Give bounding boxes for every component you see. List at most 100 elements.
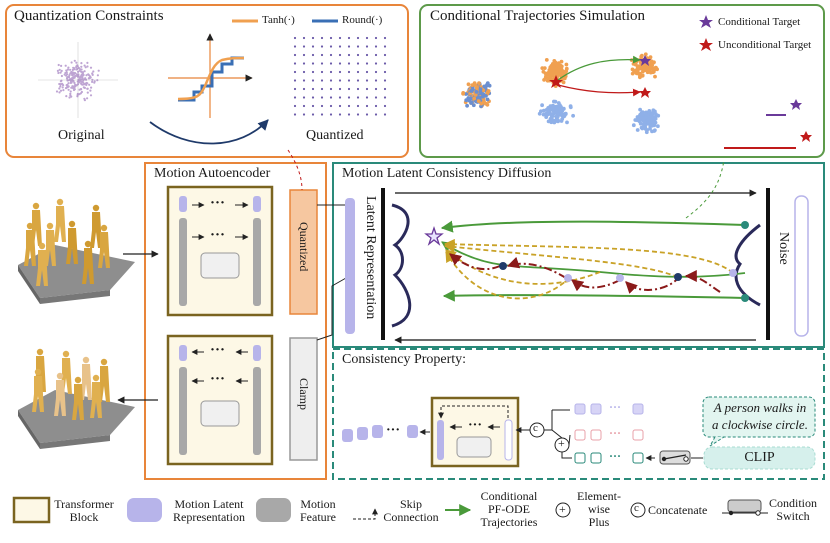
target-star-icon <box>424 225 444 246</box>
legend-latent-line1: Motion Latent <box>174 497 244 511</box>
pf-ode-trajectory-top <box>440 220 746 233</box>
motion-autoencoder-title: Motion Autoencoder <box>154 166 271 181</box>
trajectory-node-teal-bottom <box>741 294 749 302</box>
noise-distribution-curve <box>734 223 761 307</box>
legend-plus-label: Element- wise Plus <box>574 490 624 529</box>
latent-representation-bar <box>345 198 355 334</box>
legend-concat-symbol: c <box>634 502 639 514</box>
multistep-dashdot-1 <box>684 270 721 293</box>
encoder-input-latent <box>179 196 187 212</box>
legend-concat-icon <box>630 502 646 518</box>
purple-row-dots: ··· <box>609 400 622 414</box>
unconditional-target-star-icon <box>639 87 651 98</box>
legend-plus-line3: Plus <box>588 515 610 529</box>
noise-bar <box>794 195 809 337</box>
legend-skip-line2: Connection <box>383 510 439 524</box>
legend-feature-swatch <box>256 498 291 522</box>
legend-conditional-label: Conditional Target <box>718 16 801 28</box>
legend-plus-symbol: + <box>559 502 566 516</box>
quantize-transform-arrow <box>149 119 269 145</box>
noise-label: Noise <box>776 232 791 265</box>
output-motion-figures <box>18 348 135 449</box>
encoder-output-latent <box>253 196 261 212</box>
consistency-title: Consistency Property: <box>342 352 467 367</box>
unconditional-trajectory-arrow <box>557 84 641 97</box>
conditional-trajectory-arrow <box>557 55 641 81</box>
latent-diffusion-panel <box>332 162 825 348</box>
cluster-orange-source <box>540 58 569 88</box>
legend-skip-line1: Skip <box>399 497 422 511</box>
trajectory-node-teal-top <box>741 221 749 229</box>
condition-token-row-purple <box>574 403 644 415</box>
legend-switch-line2: Switch <box>776 509 810 523</box>
consistency-latent-in <box>437 420 444 460</box>
quantized-block <box>289 189 318 315</box>
prompt-bubble <box>702 396 816 438</box>
legend-conditional-star-icon <box>699 15 713 28</box>
decoder-output-latent <box>179 345 187 361</box>
consistency-block-dots: ··· <box>468 418 483 433</box>
concatenate-symbol: c <box>533 422 538 434</box>
consistency-feature-box <box>456 436 492 458</box>
consistency-map-dashed-2 <box>443 241 679 278</box>
legend-transformer-line2: Block <box>69 510 99 524</box>
decoder-feature-column-left <box>179 367 187 455</box>
legend-concat-label: Concatenate <box>648 503 708 517</box>
quantization-title: Quantization Constraints <box>14 8 164 24</box>
legend-plus-line2: wise <box>588 502 610 516</box>
latent-diffusion-title: Motion Latent Consistency Diffusion <box>342 166 552 181</box>
legend-pf-line1: Conditional <box>480 489 538 503</box>
input-motion-figures <box>18 198 135 304</box>
legend-plus-line1: Element- <box>577 489 621 503</box>
clip-label: CLIP <box>744 450 775 465</box>
consistency-map-dashed-1 <box>443 238 734 274</box>
original-scatter-plot <box>38 42 118 118</box>
trajectory-node-5 <box>499 262 507 270</box>
cluster-blue-target <box>631 107 661 135</box>
multistep-dashdot-5 <box>449 253 501 271</box>
cluster-blue-source <box>537 99 575 125</box>
clamp-block-label: Clamp <box>297 378 311 410</box>
condition-token-row-pink <box>574 429 644 441</box>
legend-round-label: Round(·) <box>342 14 383 26</box>
trajectory-node-2 <box>674 273 682 281</box>
prompt-bubble-tail <box>709 436 725 447</box>
legend-switch-line1: Condition <box>768 496 817 510</box>
decoder-feature-column-right <box>253 367 261 455</box>
encoder-feature-box <box>200 252 240 279</box>
condition-token-row-green <box>574 452 644 464</box>
legend-feature-label: Motion Feature <box>293 498 343 524</box>
legend-pf-ode-label: Conditional PF-ODE Trajectories <box>472 490 546 529</box>
decoder-input-latent <box>253 345 261 361</box>
encoder-dots-2: ··· <box>210 227 226 243</box>
legend-skip-icon <box>353 508 378 520</box>
conditional-target-star-icon <box>639 55 651 66</box>
legend-transformer-swatch <box>12 496 51 524</box>
diffusion-to-simulation-dashed <box>685 159 725 219</box>
output-latent-sequence <box>342 425 418 442</box>
clip-box <box>703 446 816 470</box>
legend-switch-icon <box>722 499 768 516</box>
concat-branch-lines <box>544 409 570 439</box>
encoder-dots-1: ··· <box>210 195 226 211</box>
legend-switch-label: Condition Switch <box>760 497 826 523</box>
condition-switch-icon <box>659 450 691 465</box>
multistep-dashdot-3 <box>571 279 621 292</box>
legend-unconditional-star-icon <box>699 38 713 51</box>
original-label: Original <box>58 128 105 143</box>
legend-feature-line1: Motion <box>300 497 336 511</box>
clamp-block <box>289 337 318 461</box>
legend-feature-line2: Feature <box>300 510 336 524</box>
decoder-dots-1: ··· <box>210 342 226 358</box>
trajectory-node-3 <box>616 274 624 282</box>
quantized-grid-plot <box>293 36 387 116</box>
prompt-line-1: A person walks in <box>713 400 807 415</box>
decoder-feature-box <box>200 400 240 427</box>
plus-branch-lines <box>561 434 572 459</box>
encoder-feature-column-right <box>253 218 261 306</box>
conditional-trajectories-title: Conditional Trajectories Simulation <box>430 8 645 24</box>
prompt-line-2: a clockwise circle. <box>712 417 808 432</box>
source-star-icon <box>549 75 563 88</box>
legend-pf-line2: PF-ODE <box>487 502 530 516</box>
plus-symbol: + <box>558 436 565 450</box>
